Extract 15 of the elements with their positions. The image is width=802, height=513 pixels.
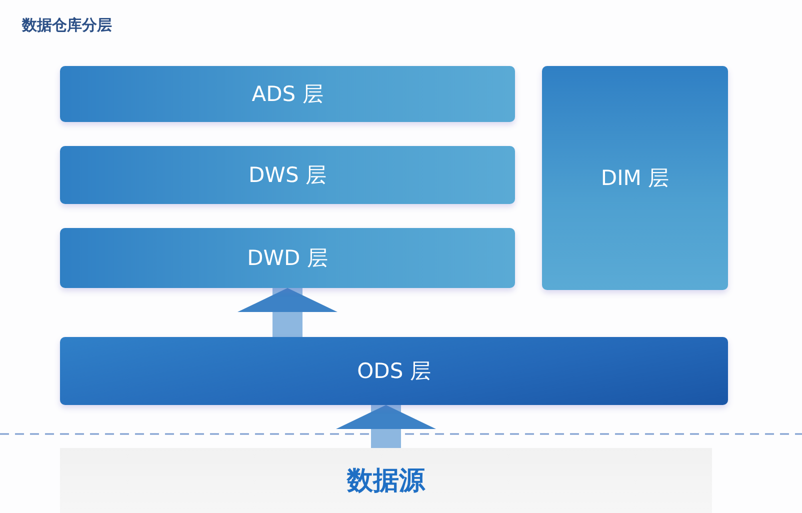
layer-box <box>60 228 515 288</box>
layer-label: DWS 层 <box>248 162 326 189</box>
layer-box <box>60 66 515 122</box>
layer-box <box>542 66 728 290</box>
layer-label: 数据源 <box>347 465 425 498</box>
arrow <box>238 288 338 337</box>
data-source-band <box>60 448 712 513</box>
layer-box <box>60 337 728 405</box>
diagram-title: 数据仓库分层 <box>22 16 112 35</box>
layer-label: ODS 层 <box>357 358 431 385</box>
layer-label: DIM 层 <box>600 165 670 192</box>
arrow <box>336 405 436 448</box>
layer-label: DWD 层 <box>247 245 328 272</box>
layer-label: ADS 层 <box>252 81 324 108</box>
layer-box <box>60 146 515 204</box>
